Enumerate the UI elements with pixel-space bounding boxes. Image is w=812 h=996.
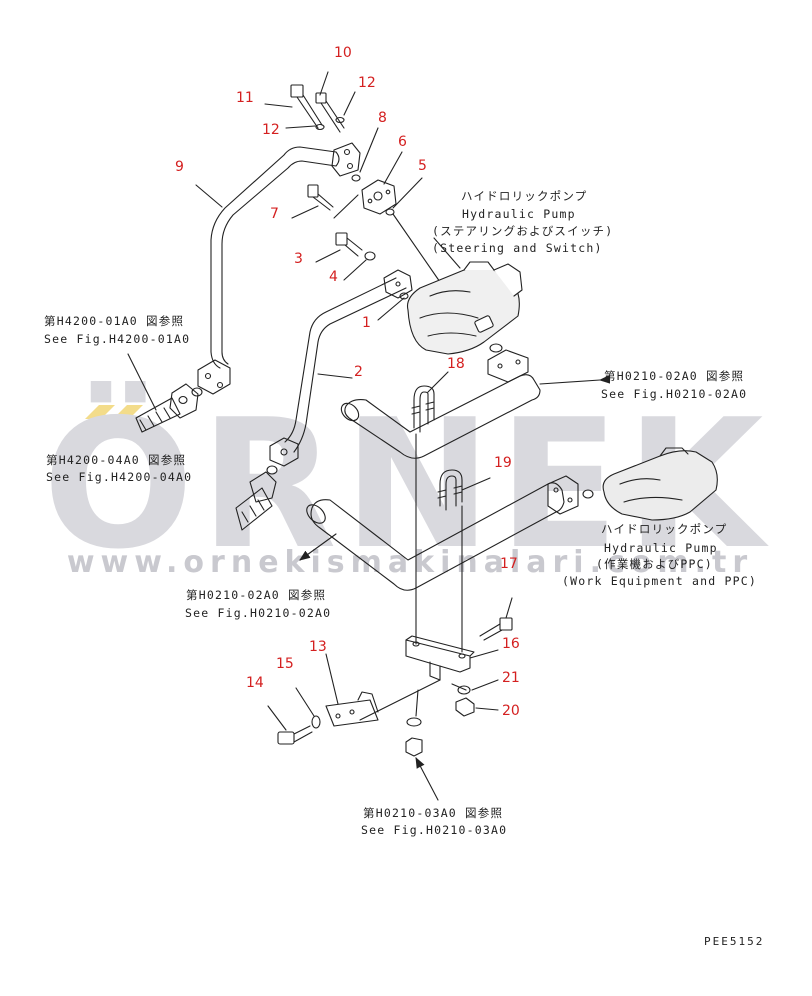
part-number-11: 11	[236, 90, 254, 106]
watermark-chevron-icon	[85, 405, 143, 419]
tube-upper	[340, 374, 541, 459]
flange-9-bottom	[169, 359, 231, 419]
pump-top-sub-jp: (ステアリングおよびスイッチ)	[432, 224, 614, 238]
part-number-4: 4	[329, 269, 338, 285]
hose-h4200-01	[135, 397, 181, 433]
flange-2-bottom	[269, 437, 299, 467]
washer-4	[364, 251, 376, 261]
leader-9	[195, 184, 223, 208]
ref-h4200-04-en: See Fig.H4200-04A0	[46, 470, 193, 484]
hydraulic-pump-work-equipment	[602, 447, 718, 521]
part-number-16: 16	[502, 636, 520, 652]
hydraulic-pump-steering	[406, 261, 523, 355]
pump-top-label-jp: ハイドロリックポンプ	[461, 189, 588, 203]
fitting-h4200-04	[235, 471, 277, 531]
part-number-12: 12	[358, 75, 376, 91]
bolt-7	[307, 184, 334, 211]
o-ring-1	[399, 292, 409, 300]
bolt-14	[277, 725, 313, 745]
pump-right-label-jp: ハイドロリックポンプ	[601, 522, 728, 536]
ref-h0210-03-en: See Fig.H0210-03A0	[361, 823, 508, 837]
flange-9-top	[331, 142, 361, 177]
tube-lower-flange	[547, 475, 594, 515]
pump-right-sub-jp: (作業機およびPPC)	[596, 557, 713, 571]
bottom-nut	[405, 717, 423, 757]
bolt-3	[335, 232, 363, 257]
part-number-19: 19	[494, 455, 512, 471]
o-ring-5	[385, 208, 395, 216]
washer-12b	[335, 116, 345, 124]
part-number-17: 17	[500, 556, 518, 572]
ref-h4200-04-jp: 第H4200-04A0 図参照	[46, 453, 187, 467]
ref-h4200-01-en: See Fig.H4200-01A0	[44, 332, 191, 346]
pipe-2	[284, 277, 407, 453]
pump-right-sub-en: (Work Equipment and PPC)	[562, 574, 757, 588]
pump-outlet-flange	[487, 343, 529, 383]
pump-top-sub-en: (Steering and Switch)	[432, 241, 603, 255]
bolt-10	[315, 92, 345, 133]
plate-13	[325, 691, 379, 727]
part-number-3: 3	[294, 251, 303, 267]
part-number-1: 1	[362, 315, 371, 331]
part-number-10: 10	[334, 45, 352, 61]
part-number-18: 18	[447, 356, 465, 372]
washer-15	[311, 715, 321, 729]
part-number-9: 9	[175, 159, 184, 175]
flange-2-top	[383, 269, 413, 299]
ref-h0210-02-right-en: See Fig.H0210-02A0	[601, 387, 748, 401]
part-number-6: 6	[398, 134, 407, 150]
part-number-21: 21	[502, 670, 520, 686]
ref-h0210-02-mid-jp: 第H0210-02A0 図参照	[186, 588, 327, 602]
u-bolt-19	[437, 469, 463, 511]
ref-h0210-03-jp: 第H0210-03A0 図参照	[363, 806, 504, 820]
part-number-8: 8	[378, 110, 387, 126]
ref-h0210-02-mid-en: See Fig.H0210-02A0	[185, 606, 332, 620]
washer-21	[457, 685, 471, 695]
washer-12a	[315, 123, 325, 131]
part-number-20: 20	[502, 703, 520, 719]
part-number-13: 13	[309, 639, 327, 655]
pump-right-label-en: Hydraulic Pump	[604, 541, 718, 555]
ref-h4200-01-jp: 第H4200-01A0 図参照	[44, 314, 185, 328]
drawing-code: PEE5152	[704, 935, 765, 948]
o-ring-8	[351, 174, 361, 182]
o-ring-2-bottom	[266, 465, 278, 475]
flange-6	[361, 179, 397, 215]
part-number-2: 2	[354, 364, 363, 380]
part-number-14: 14	[246, 675, 264, 691]
part-number-7: 7	[270, 206, 279, 222]
part-number-12: 12	[262, 122, 280, 138]
bracket-16	[405, 635, 475, 681]
part-number-5: 5	[418, 158, 427, 174]
pump-top-label-en: Hydraulic Pump	[462, 207, 576, 221]
watermark-url: www.ornekismakinalari.com.tr	[66, 545, 754, 580]
tube-lower	[306, 482, 565, 591]
nut-20	[455, 697, 475, 717]
part-number-15: 15	[276, 656, 294, 672]
bolt-11	[290, 84, 323, 129]
u-bolt-18	[411, 385, 435, 433]
ref-h0210-02-right-jp: 第H0210-02A0 図参照	[604, 369, 745, 383]
